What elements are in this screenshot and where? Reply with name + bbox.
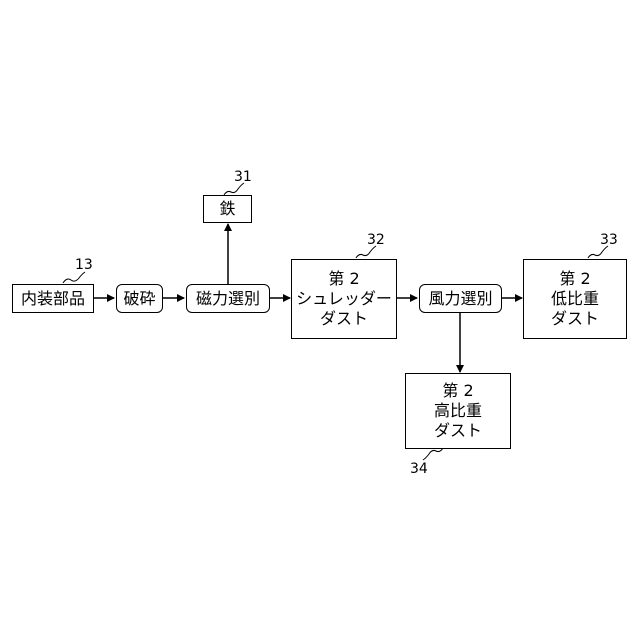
low-gravity-dust-line1: 第 2 xyxy=(559,269,590,289)
second-low-gravity-dust-box: 第 2 低比重 ダスト xyxy=(523,259,627,339)
wind-sorting-box: 風力選別 xyxy=(419,284,502,313)
shredder-dust-line1: 第 2 xyxy=(328,269,359,289)
magnetic-sorting-label: 磁力選別 xyxy=(196,289,260,309)
ref-31: 31 xyxy=(234,170,252,184)
leader-line-34 xyxy=(423,448,443,460)
crushing-box: 破砕 xyxy=(116,284,163,313)
ref-13: 13 xyxy=(75,258,93,272)
magnetic-sorting-box: 磁力選別 xyxy=(186,284,270,313)
ref-32: 32 xyxy=(367,233,385,247)
iron-label: 鉄 xyxy=(219,199,235,219)
high-gravity-dust-line2: 高比重 xyxy=(434,401,482,421)
low-gravity-dust-line2: 低比重 xyxy=(551,289,599,309)
low-gravity-dust-line3: ダスト xyxy=(551,309,599,329)
high-gravity-dust-line3: ダスト xyxy=(434,421,482,441)
interior-parts-label: 内装部品 xyxy=(21,289,85,309)
iron-box: 鉄 xyxy=(203,195,252,223)
ref-34: 34 xyxy=(410,462,428,476)
ref-33: 33 xyxy=(600,233,618,247)
shredder-dust-line2: シュレッダー xyxy=(296,289,392,309)
crushing-label: 破砕 xyxy=(123,289,155,309)
shredder-dust-line3: ダスト xyxy=(320,309,368,329)
leader-line-13 xyxy=(63,272,85,283)
wind-sorting-label: 風力選別 xyxy=(428,289,492,309)
high-gravity-dust-line1: 第 2 xyxy=(442,381,473,401)
second-high-gravity-dust-box: 第 2 高比重 ダスト xyxy=(405,373,511,449)
interior-parts-box: 内装部品 xyxy=(12,284,94,313)
second-shredder-dust-box: 第 2 シュレッダー ダスト xyxy=(291,259,397,339)
